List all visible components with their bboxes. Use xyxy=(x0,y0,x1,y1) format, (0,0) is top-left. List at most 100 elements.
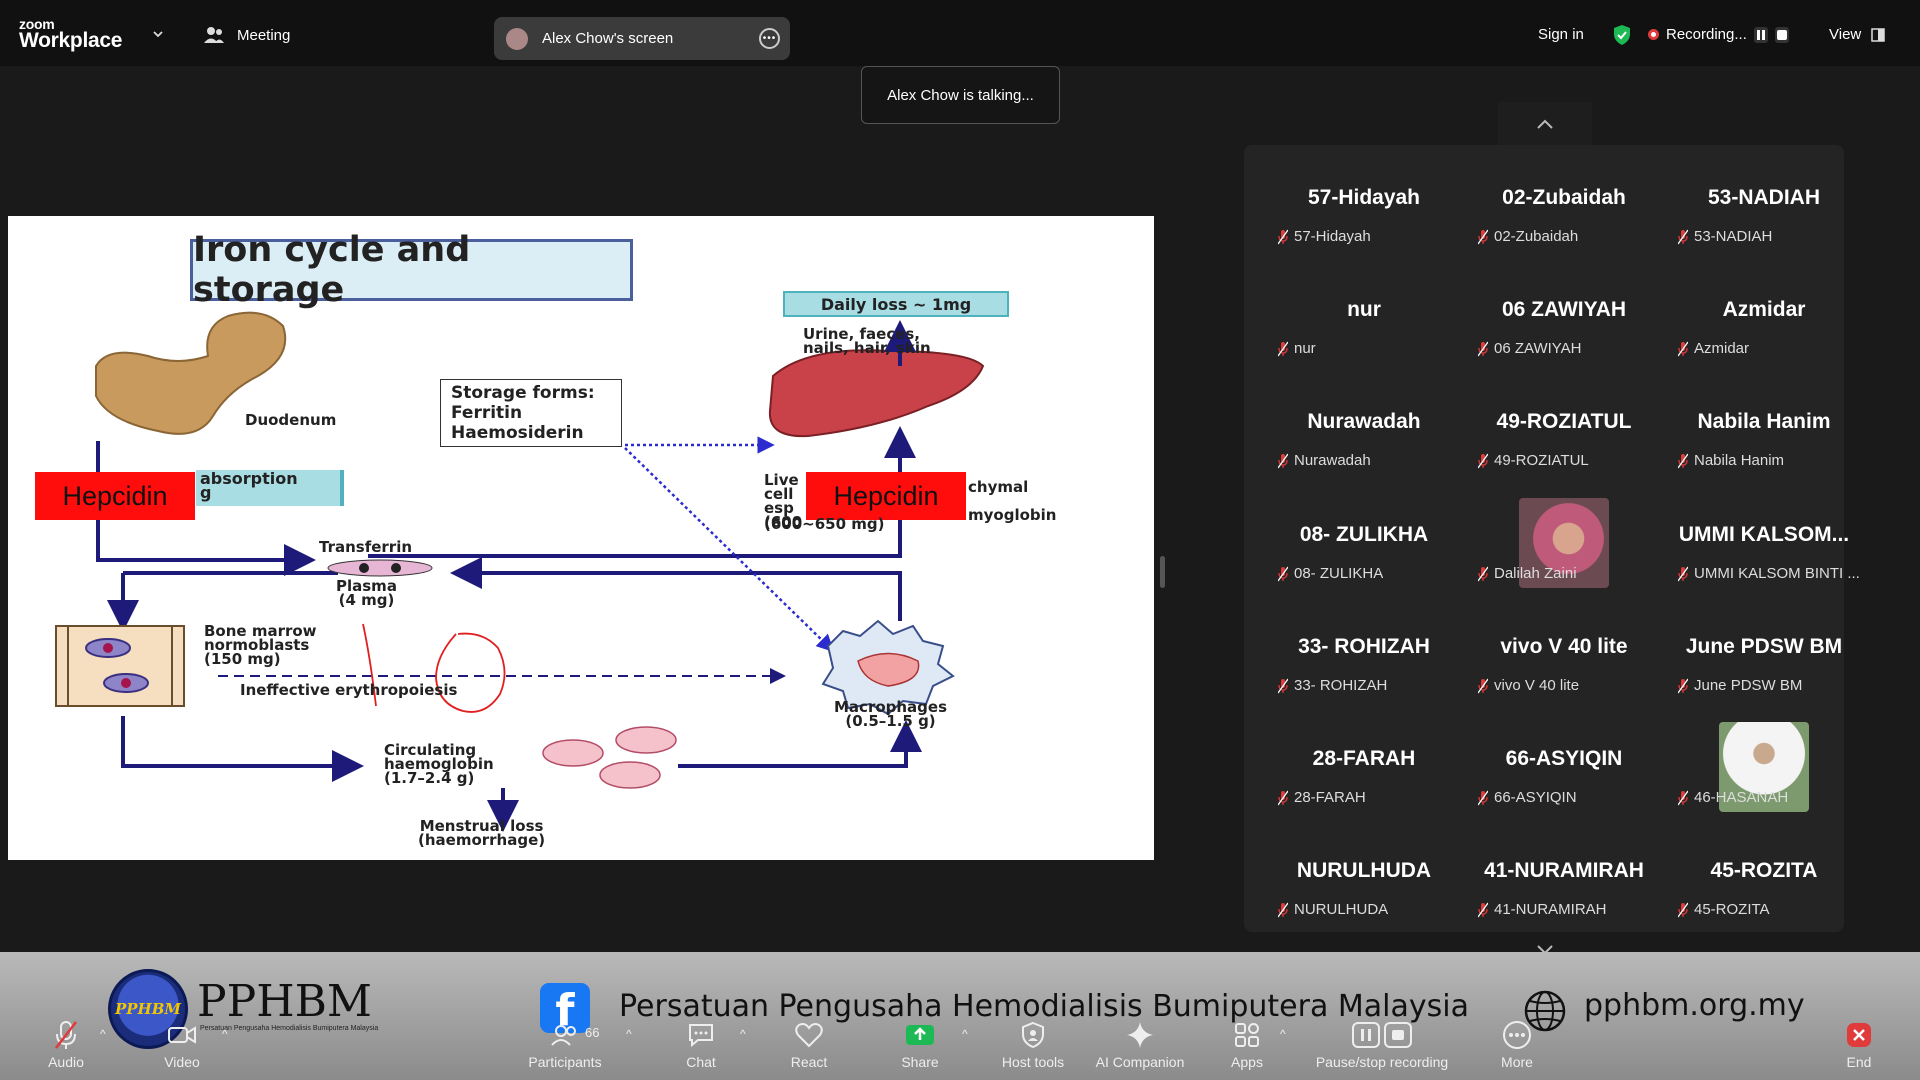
chat-label: Chat xyxy=(686,1054,716,1070)
participant-label-text: 45-ROZITA xyxy=(1694,901,1770,918)
participant-tile[interactable]: 02-Zubaidah 02-Zubaidah xyxy=(1464,161,1664,273)
muted-mic-icon xyxy=(1278,678,1288,693)
view-button[interactable]: View xyxy=(1829,26,1885,43)
participant-name: vivo V 40 lite xyxy=(1500,635,1628,658)
participant-label: Nabila Hanim xyxy=(1678,452,1784,469)
audio-options-caret[interactable]: ^ xyxy=(100,1027,106,1041)
slide-title: Iron cycle and storage xyxy=(190,230,633,310)
participant-label-text: 41-NURAMIRAH xyxy=(1494,901,1607,918)
liver-text-right: chymal myoglobin xyxy=(968,478,1057,524)
participants-button[interactable]: Participants xyxy=(520,1018,610,1070)
pause-recording-button[interactable] xyxy=(1753,26,1768,43)
zoom-logo[interactable]: zoom Workplace xyxy=(19,17,122,51)
participant-label: nur xyxy=(1278,340,1316,357)
participant-label-text: vivo V 40 lite xyxy=(1494,677,1580,694)
plasma-label: Plasma (4 mg) xyxy=(336,577,397,609)
hepcidin-label-right: Hepcidin xyxy=(806,472,966,520)
absorption-text: absorption g xyxy=(200,469,298,502)
more-button[interactable]: More xyxy=(1492,1018,1542,1070)
macrophages-label: Macrophages (0.5–1.5 g) xyxy=(834,698,948,730)
more-options-icon[interactable]: ••• xyxy=(759,28,780,49)
host-tools-button[interactable]: Host tools xyxy=(993,1018,1073,1070)
chevron-down-icon[interactable] xyxy=(152,28,164,40)
apps-options-caret[interactable]: ^ xyxy=(1280,1027,1286,1041)
participant-name: 02-Zubaidah xyxy=(1502,186,1626,209)
apps-button[interactable]: Apps xyxy=(1222,1018,1272,1070)
globe-icon xyxy=(1524,990,1566,1032)
participant-tile[interactable]: 45-ROZITA 45-ROZITA xyxy=(1664,834,1864,946)
meeting-info-button[interactable]: Meeting xyxy=(203,26,290,44)
participant-label-text: 46-HASANAH xyxy=(1694,789,1789,806)
presenter-avatar xyxy=(506,27,528,50)
participants-options-caret[interactable]: ^ xyxy=(626,1027,632,1041)
participant-label: 66-ASYIQIN xyxy=(1478,789,1577,806)
participant-label: Dalilah Zaini xyxy=(1478,565,1577,582)
gallery-scroll-up-button[interactable] xyxy=(1498,102,1592,146)
chat-button[interactable]: Chat xyxy=(676,1018,726,1070)
video-camera-icon xyxy=(168,1026,196,1044)
logo-small-text: zoom xyxy=(19,16,55,32)
participant-tile[interactable]: Dalilah Zaini xyxy=(1464,498,1664,610)
participant-name: 53-NADIAH xyxy=(1707,186,1820,209)
pause-stop-recording-button[interactable]: Pause/stop recording xyxy=(1306,1018,1458,1070)
end-x-icon xyxy=(1847,1023,1871,1047)
participant-tile[interactable]: UMMI KALSOM...UMMI KALSOM BINTI ... xyxy=(1664,498,1864,610)
participant-name: 28-FARAH xyxy=(1312,747,1416,770)
participant-name: NURULHUDA xyxy=(1296,859,1432,882)
participant-label-text: June PDSW BM xyxy=(1694,677,1803,694)
share-options-caret[interactable]: ^ xyxy=(962,1027,968,1041)
participant-name: 45-ROZITA xyxy=(1710,859,1818,882)
screen-share-indicator[interactable]: Alex Chow's screen ••• xyxy=(494,17,790,60)
duodenum-label: Duodenum xyxy=(245,411,337,429)
host-tools-label: Host tools xyxy=(1001,1054,1065,1070)
participant-tile[interactable]: 46-HASANAH xyxy=(1664,722,1864,834)
participant-label: 02-Zubaidah xyxy=(1478,228,1578,245)
recording-dot-icon xyxy=(1648,29,1659,40)
participant-label-text: 66-ASYIQIN xyxy=(1494,789,1577,806)
share-button[interactable]: Share xyxy=(895,1018,945,1070)
participant-tile[interactable]: 66-ASYIQIN 66-ASYIQIN xyxy=(1464,722,1664,834)
participant-name: 66-ASYIQIN xyxy=(1505,747,1623,770)
participant-tile[interactable]: vivo V 40 lite vivo V 40 lite xyxy=(1464,610,1664,722)
react-button[interactable]: React xyxy=(784,1018,834,1070)
participant-label-text: Dalilah Zaini xyxy=(1494,565,1577,582)
talking-toast: Alex Chow is talking... xyxy=(861,66,1060,124)
encryption-shield-icon[interactable] xyxy=(1612,24,1632,46)
muted-mic-icon xyxy=(1678,678,1688,693)
sign-in-link[interactable]: Sign in xyxy=(1538,26,1584,43)
chat-options-caret[interactable]: ^ xyxy=(740,1027,746,1041)
share-screen-icon xyxy=(906,1025,934,1045)
pause-icon xyxy=(1756,29,1765,40)
pause-stop-icon xyxy=(1352,1022,1412,1048)
stop-recording-button[interactable] xyxy=(1774,26,1789,43)
heart-icon xyxy=(795,1023,823,1048)
participant-name: Nurawadah xyxy=(1307,410,1421,433)
plasma-cell xyxy=(327,559,433,577)
participant-name: 08- ZULIKHA xyxy=(1299,523,1429,546)
ai-companion-button[interactable]: AI Companion xyxy=(1088,1018,1192,1070)
video-button[interactable]: Video xyxy=(156,1018,208,1070)
muted-mic-icon xyxy=(1478,566,1488,581)
pphbm-logo: PPHBM xyxy=(108,969,188,1049)
shared-slide: Iron cycle and storage Daily loss ~ 1mg … xyxy=(8,216,1154,860)
muted-mic-icon xyxy=(1478,902,1488,917)
end-button[interactable]: End xyxy=(1834,1018,1884,1070)
split-resize-handle[interactable] xyxy=(1160,556,1165,588)
audio-button[interactable]: Audio xyxy=(38,1018,94,1070)
video-options-caret[interactable]: ^ xyxy=(222,1027,228,1041)
muted-mic-icon xyxy=(1478,678,1488,693)
